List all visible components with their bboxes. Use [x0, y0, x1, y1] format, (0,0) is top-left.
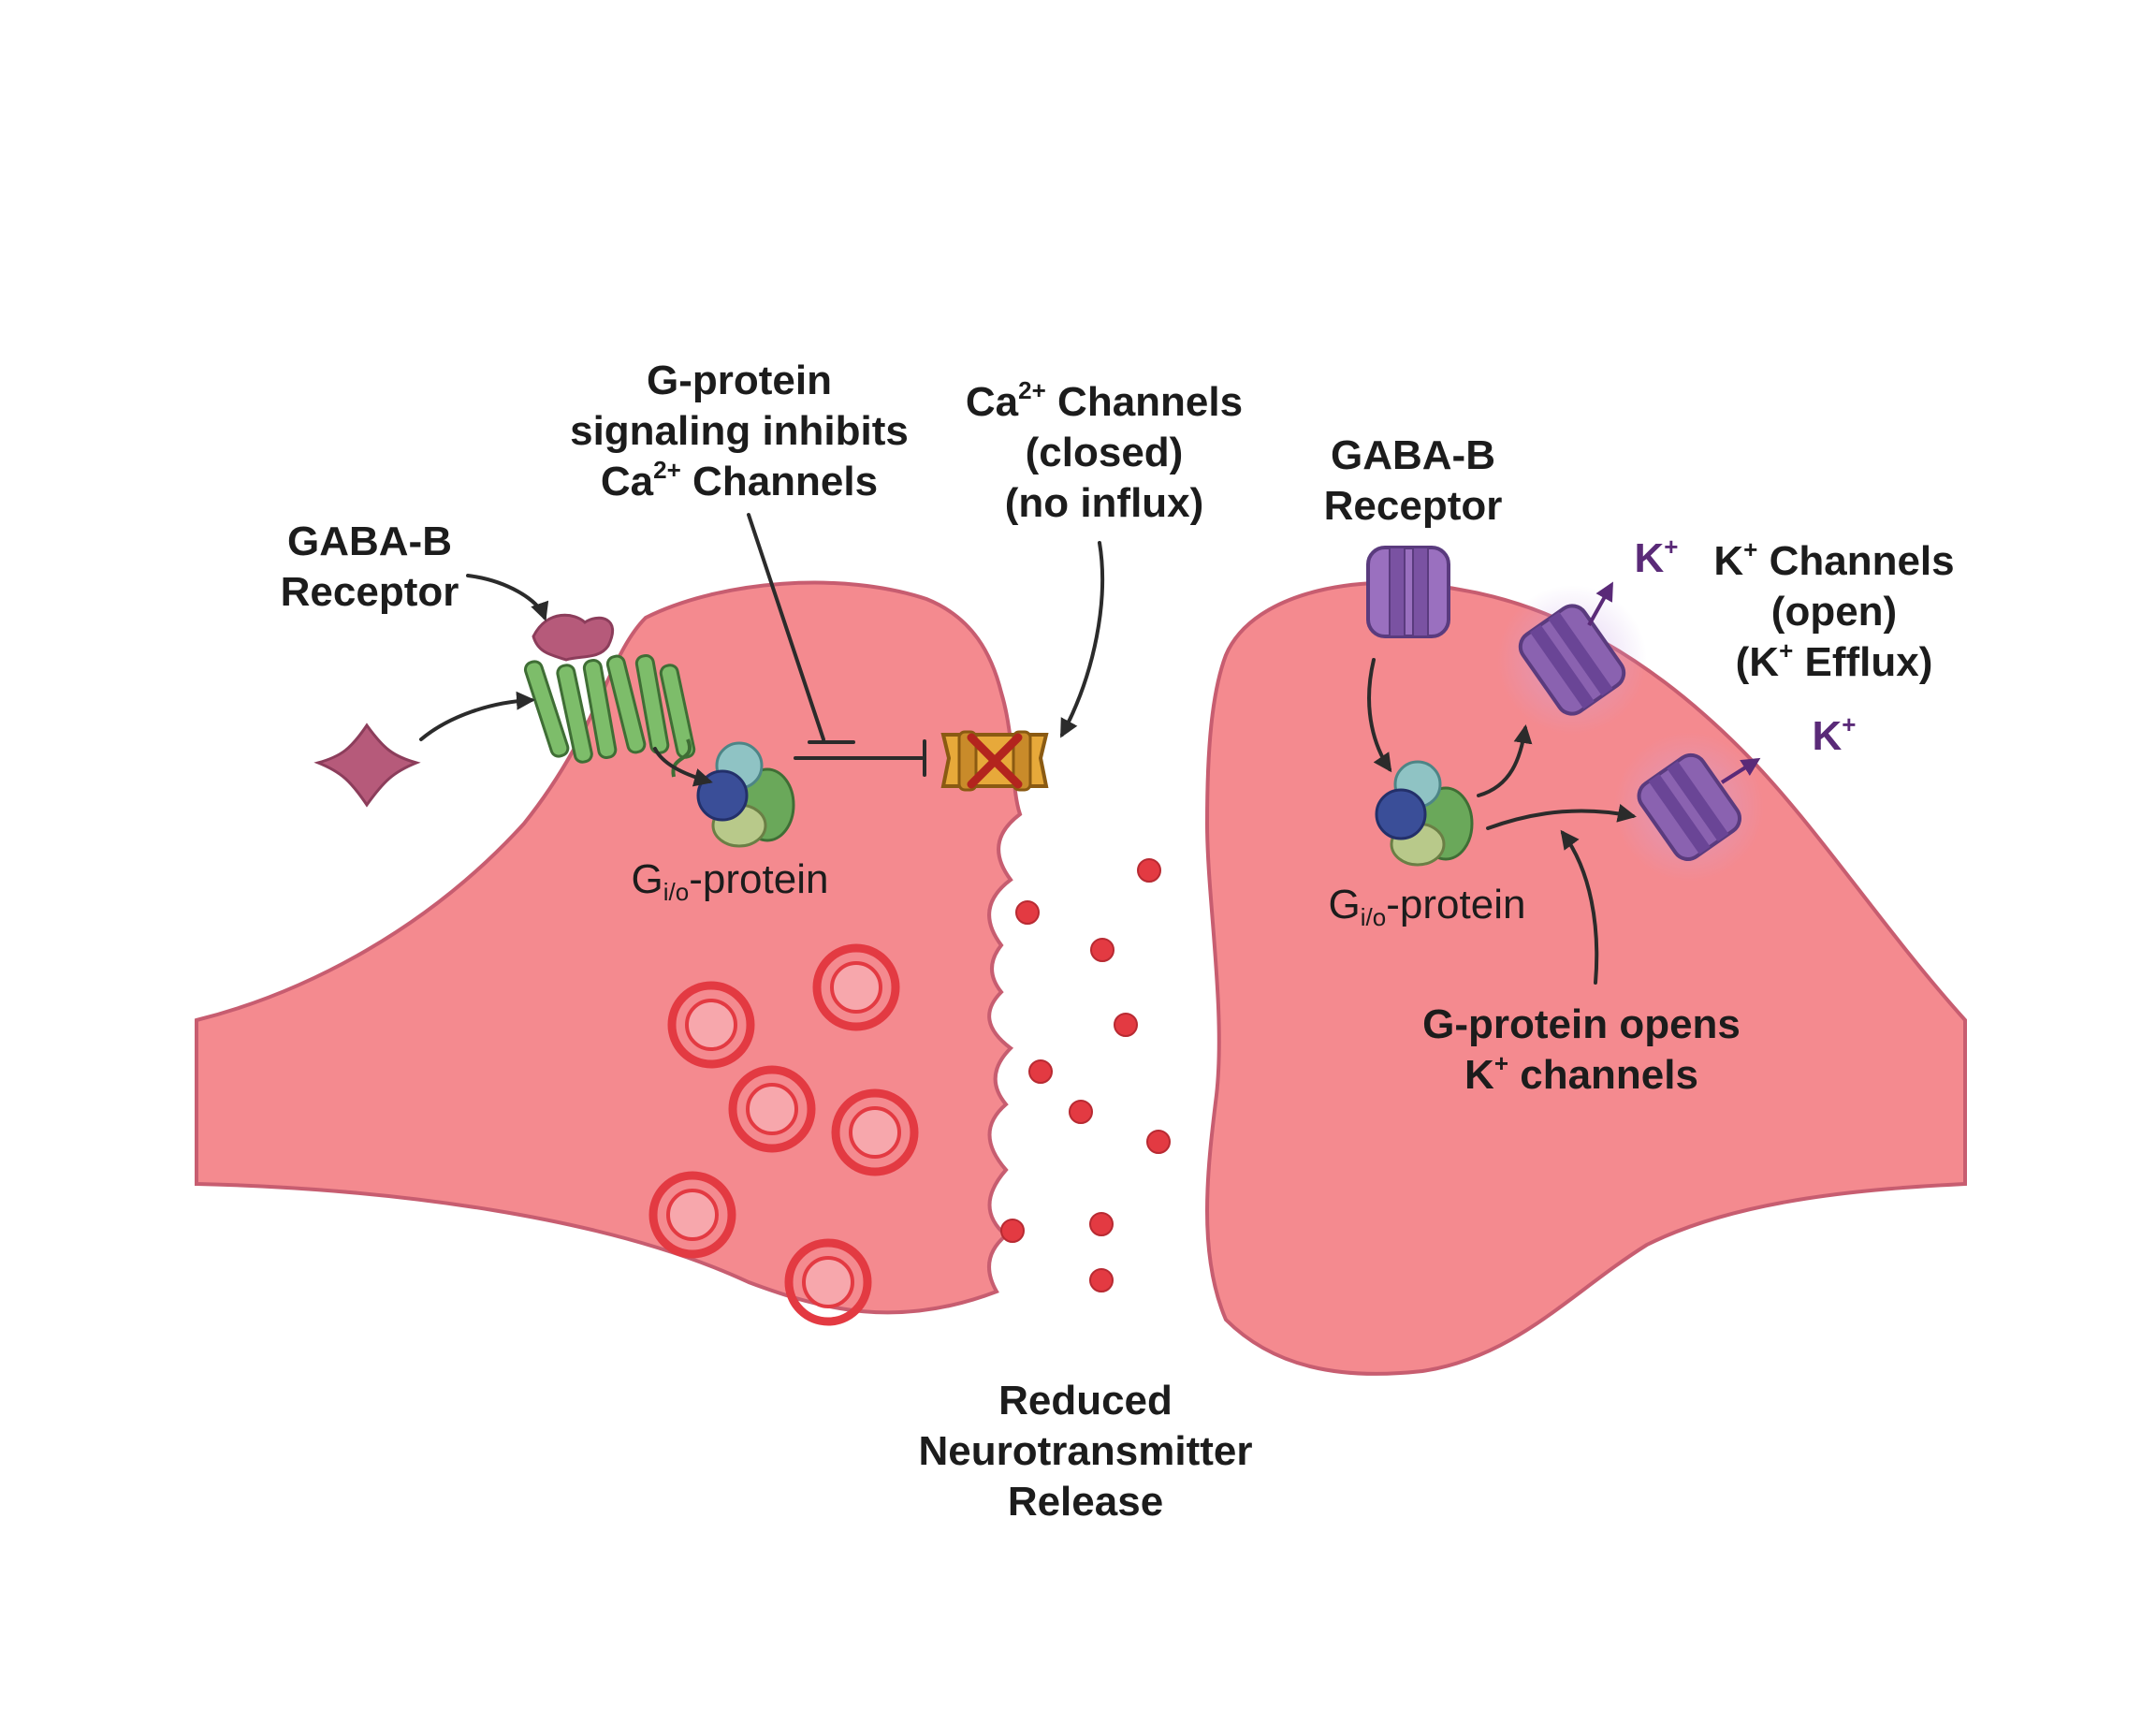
gaba-ligand-icon [313, 723, 421, 808]
reduced-release-label: Reduced Neurotransmitter Release [918, 1378, 1253, 1525]
k-ion-label-2: K+ [1812, 710, 1857, 759]
k-channel-icon [1614, 732, 1764, 882]
synaptic-vesicle-icon [648, 943, 919, 1326]
g-protein-icon [696, 741, 795, 848]
g-protein-opens-label: G-protein opens K+ channels [1422, 1001, 1741, 1098]
presynaptic-terminal [195, 580, 1023, 1315]
gaba-b-receptor-icon [1366, 546, 1450, 638]
pre-g-protein-label: Gi/o-protein [631, 856, 829, 906]
k-channel-icon [1497, 585, 1647, 735]
post-gaba-b-receptor-label: GABA-B Receptor [1323, 432, 1503, 529]
inhibition-label: G-protein signaling inhibits Ca2+ Channe… [570, 358, 909, 504]
pre-gaba-b-receptor-label: GABA-B Receptor [280, 518, 459, 615]
k-efflux-arrows [1587, 581, 1761, 784]
g-protein-icon [1375, 760, 1474, 867]
pathway-arrows [419, 513, 1637, 985]
ca-channel-label: Ca2+ Channels (closed) (no influx) [965, 376, 1244, 526]
ca-channel-blocked-icon [940, 730, 1049, 792]
k-ion-label-1: K+ [1634, 533, 1679, 581]
post-g-protein-label: Gi/o-protein [1328, 882, 1526, 931]
gaba-b-receptor-icon [523, 613, 696, 778]
neurotransmitter-dot-icon [1000, 858, 1171, 1292]
k-channels-label: K+ Channels (open) (K+ Efflux) [1713, 535, 1955, 685]
